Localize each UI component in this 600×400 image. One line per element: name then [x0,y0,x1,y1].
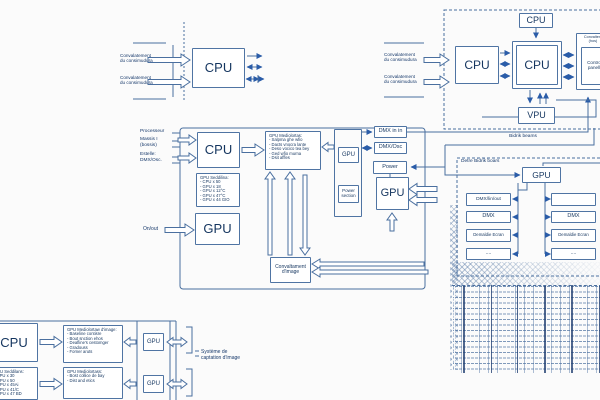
list-title: GPU Mediolortaw d'image: [67,327,117,332]
cpu-box: CPU [192,48,245,88]
list-items: - CPU x 30 - GPU x 50 - GPU x 45Ai - GPU… [0,373,22,397]
cpu-left-box: CPU [455,46,499,84]
gpu-box: GPU [143,375,164,393]
dmx-linout-box: DMX/lin/out [466,193,511,206]
gpu-box: GPU [143,333,164,351]
mediolortass-list: GPU Mediolortass: - Bost collice de bay … [63,367,123,399]
power-section-box: Power section [338,185,359,203]
gpu-big-box: GPU [376,177,409,210]
list-title: GPU Seddilina: [200,175,229,180]
cpu-main-box: CPU [512,41,562,89]
control-panel-header: Convaltem (hos) [583,35,600,43]
cpu-top-box: CPU [519,13,553,28]
ellipsis-box: .... [466,248,511,260]
beams-caption: Bidrik beams [509,134,537,139]
detre-title: Detre Bidrik boars [461,159,500,164]
control-panel-inner: Contro panell [581,47,600,85]
input-label: Estelle: DMX/Osc. [140,152,162,163]
seddilans-list: GPU Seddilans: - CPU x 30 - GPU x 50 - G… [0,367,38,400]
cpu-main-inner: CPU [516,45,558,85]
seddilina-list: GPU Seddilina: - CPU x 50 - GPU x 18 - G… [196,173,240,207]
input-label: Massis I (bossis) [140,137,158,148]
control-panel-box: Convaltem (hos) Contro panell [576,33,600,90]
cpu-box: CPU [0,323,38,362]
list-title: GPU Mediolortas: [269,133,303,138]
input-label: Convalatement du consimudura [384,74,417,85]
gpu-small-box: GPU [338,147,359,163]
gpu-box: GPU [522,167,561,183]
thin-wires [0,9,600,400]
list-title: GPU Mediolortass: [67,369,103,374]
power-box: Power [373,161,407,174]
io-column-box [334,129,362,217]
list-items: - Bost collice de bay - Dist and etics [67,373,105,383]
vpu-box: VPU [518,107,555,124]
input-label: Convalatement du consimudura [120,53,153,64]
dmx-box: DMX [466,211,511,223]
blank-box [551,193,596,206]
list-items: - Baseline contisre - Bout snction ehos … [67,331,109,355]
dmx-in-box: DMX in in [374,126,407,138]
input-label: Convalatement du consimudura [120,75,153,86]
mediolortaw-list: GPU Mediolortaw d'image: - Baseline cont… [63,325,123,363]
block-arrows [39,53,450,391]
onout-label: On/out [143,226,159,232]
dmx-osc-box: DMX/Osc [374,142,407,154]
dmx-box: DMX [551,211,596,223]
list-items: - CPU x 50 - GPU x 18 - GPU x 12°C - GPU… [200,179,230,203]
convallement-box: Convaltament d'image [270,257,311,283]
input-label: Processeur [140,129,165,134]
list-items: - Salpma ghe wfio - Dacts vnocra lante -… [269,137,310,161]
demaldie-ecran-box: Demaldie Ecran [466,229,511,242]
cpu-box: CPU [197,132,240,168]
mediolortas-list: GPU Mediolortas: - Salpma ghe wfio - Dac… [265,131,321,170]
gpu-box: GPU [195,213,240,245]
input-label: Convalatement du consimudura [384,52,417,63]
panel-grid-matrix [452,285,600,373]
list-title: GPU Seddilans: [0,369,24,374]
crosshatch-band [452,262,600,286]
demaldie-ecran-box: Demaldie Ecran [551,229,596,242]
ellipsis-box: .... [551,248,596,260]
system-caption: Système de captation d'image [201,349,241,361]
